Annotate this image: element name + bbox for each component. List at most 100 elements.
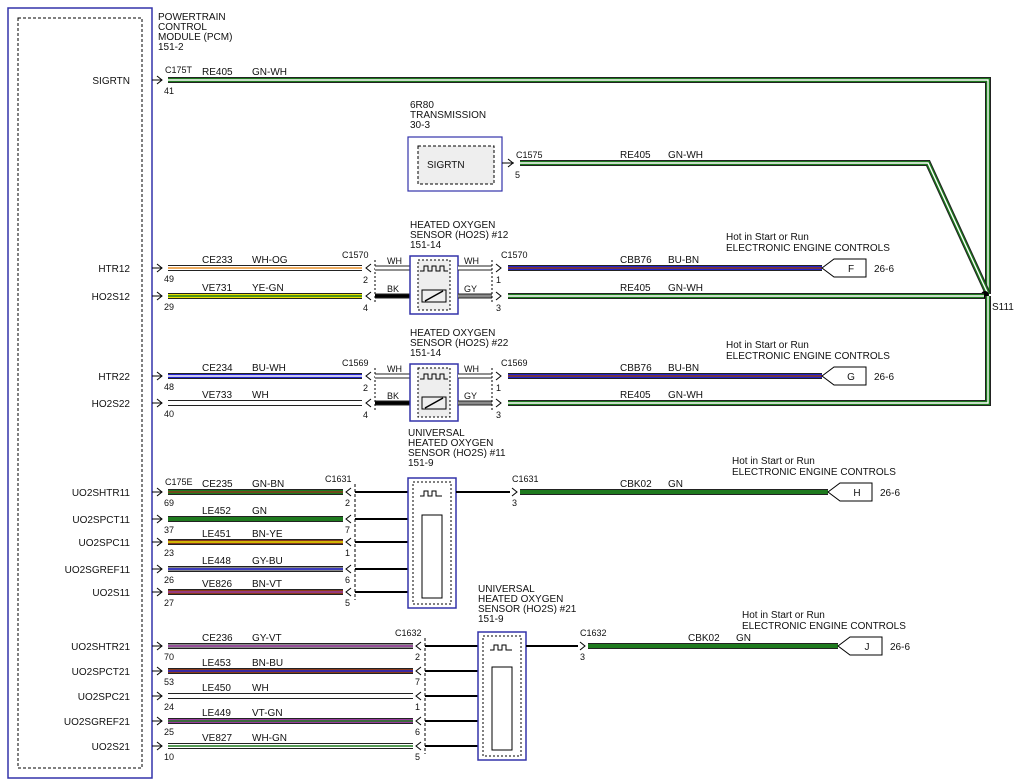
pcm-pin-label: HO2S12 <box>92 292 131 303</box>
connector-chevron-icon <box>415 741 422 751</box>
wire-sigrtn-main <box>168 77 991 294</box>
wire-color-label: GN-WH <box>252 67 287 78</box>
connector-chevron-icon <box>345 537 352 547</box>
sensor-title-line: 151-14 <box>410 240 442 251</box>
pcm-pin-label: UO2SGREF11 <box>65 565 131 576</box>
wire-base-color <box>520 161 990 295</box>
power-ref-letter: F <box>848 264 854 275</box>
wire-circuit-label: RE405 <box>620 390 651 401</box>
pcm-pin-label: UO2SPC21 <box>78 692 131 703</box>
connector-label-c1575: C1575 <box>516 150 543 160</box>
power-ref-text-line: Hot in Start or Run <box>726 232 809 243</box>
connector-pin-number: 6 <box>415 727 420 737</box>
wire-circuit-label: CBK02 <box>620 479 652 490</box>
wire-circuit-label: RE405 <box>620 283 651 294</box>
power-ref-page: 26-6 <box>874 264 894 275</box>
connector-label: C1569 <box>501 358 528 368</box>
sensor-inner <box>482 635 522 757</box>
pcm-pin-number: 23 <box>164 548 174 558</box>
connector-chevron-icon <box>415 666 422 676</box>
connector-pin-number: 3 <box>512 498 517 508</box>
transmission-pin-number: 5 <box>515 170 520 180</box>
sensor-lead-label: GY <box>464 391 477 401</box>
pcm-pin-label: HTR12 <box>98 264 130 275</box>
wire-circuit-label: LE451 <box>202 529 231 540</box>
sensing-element-icon <box>421 514 443 599</box>
connector-chevron-icon <box>156 291 163 301</box>
connector-chevron-icon <box>156 487 163 497</box>
connector-pin-number: 2 <box>345 498 350 508</box>
power-ref-tag-icon <box>827 482 873 502</box>
wire-circuit-label: CBB76 <box>620 255 652 266</box>
heater-element-icon <box>420 265 448 272</box>
heater-element-icon <box>420 490 442 497</box>
wire-color-label: WH <box>252 390 269 401</box>
wire-circuit-label: CE233 <box>202 255 233 266</box>
connector-chevron-icon <box>156 741 163 751</box>
pcm-pin-label: UO2SPCT21 <box>72 667 131 678</box>
connector-pin-number: 3 <box>496 410 501 420</box>
connector-chevron-icon <box>365 398 372 408</box>
wire-color-label: YE-GN <box>252 283 284 294</box>
pcm-pin-label: UO2S11 <box>92 588 130 599</box>
connector-label: C1632 <box>580 628 607 638</box>
wire-circuit-label: CBB76 <box>620 363 652 374</box>
pcm-pin-number: 10 <box>164 752 174 762</box>
wire-color-label: BU-WH <box>252 363 286 374</box>
power-ref-letter: H <box>853 488 860 499</box>
pcm-pin-label: UO2SHTR21 <box>71 642 130 653</box>
connector-chevron-icon <box>415 716 422 726</box>
connector-chevron-icon <box>156 371 163 381</box>
pcm-pin-number: 49 <box>164 274 174 284</box>
connector-pin-number: 3 <box>580 652 585 662</box>
connector-pin-number: 7 <box>345 525 350 535</box>
connector-chevron-icon <box>156 263 163 273</box>
connector-chevron-icon <box>156 587 163 597</box>
wire-color-label: GN <box>668 479 683 490</box>
pcm-pin-label: UO2S21 <box>92 742 131 753</box>
wire-circuit-label: CBK02 <box>688 633 720 644</box>
wire-circuit-label: LE448 <box>202 556 231 567</box>
wire-stripe-color <box>520 162 989 295</box>
transmission-title-line: 30-3 <box>410 120 430 131</box>
connector-chevron-icon <box>415 641 422 651</box>
sensor-title-line: SENSOR (HO2S) #12 <box>410 230 509 241</box>
sensor-title-line: 151-14 <box>410 348 442 359</box>
wire-color-label: GY-VT <box>252 633 282 644</box>
wire-color-label: GN-BN <box>252 479 284 490</box>
connector-chevron-icon <box>511 487 518 497</box>
connector-chevron-icon <box>365 263 372 273</box>
power-ref-text-line: Hot in Start or Run <box>732 456 815 467</box>
sensor-lead-label: BK <box>387 284 399 294</box>
wire-color-label: GN <box>736 633 751 644</box>
oxygen-cell-icon <box>421 396 447 410</box>
connector-pin-number: 7 <box>415 677 420 687</box>
connector-chevron-icon <box>156 691 163 701</box>
connector-label: C1632 <box>395 628 422 638</box>
wire-circuit-label: VE733 <box>202 390 232 401</box>
connector-chevron-icon <box>345 487 352 497</box>
heater-element-icon <box>490 644 512 651</box>
wire-circuit-label: CE234 <box>202 363 233 374</box>
connector-pin-number: 5 <box>345 598 350 608</box>
power-ref-letter: J <box>865 642 870 653</box>
wire-circuit-label: VE827 <box>202 733 232 744</box>
pcm-pin-label: HO2S22 <box>92 399 131 410</box>
connector-chevron-icon <box>156 514 163 524</box>
transmission-title-line: TRANSMISSION <box>410 110 486 121</box>
sensor-title-line: HEATED OXYGEN <box>478 594 563 605</box>
wire-color-label: BN-VT <box>252 579 282 590</box>
wire-circuit-label: LE450 <box>202 683 231 694</box>
wire-color-label: WH-GN <box>252 733 287 744</box>
wire-stripe-color <box>508 296 989 404</box>
wire-circuit-label: CE235 <box>202 479 233 490</box>
oxygen-cell-arrow-icon <box>424 290 444 302</box>
connector-chevron-icon <box>156 75 163 85</box>
connector-pin-number: 6 <box>345 575 350 585</box>
pcm-title-line: POWERTRAIN <box>158 12 226 23</box>
connector-pin-number: 1 <box>496 383 501 393</box>
transmission-pin-label: SIGRTN <box>427 160 465 171</box>
pcm-pin-number: 27 <box>164 598 174 608</box>
wire-color-label: WH <box>252 683 269 694</box>
